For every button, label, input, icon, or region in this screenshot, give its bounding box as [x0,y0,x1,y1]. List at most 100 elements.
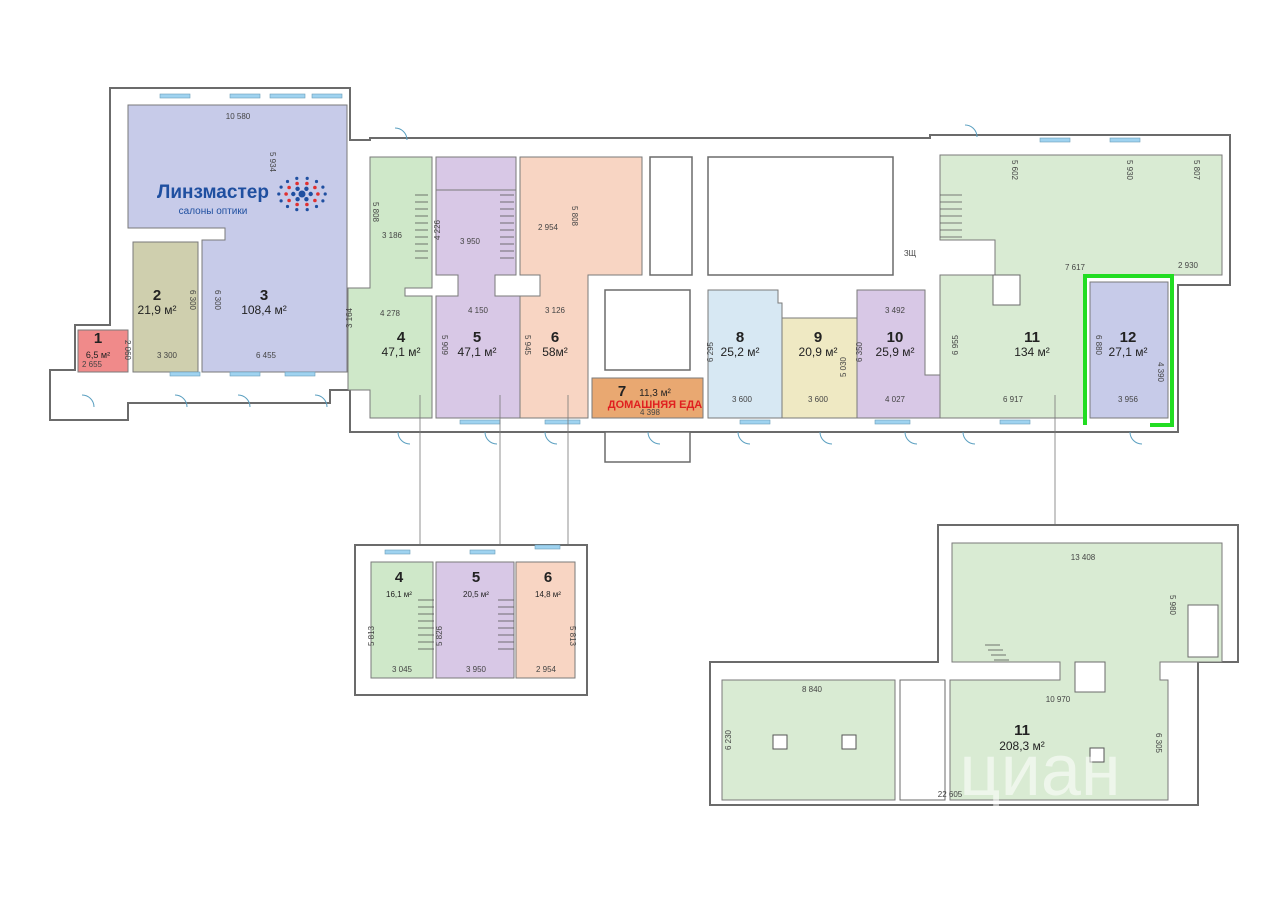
food-sign: ДОМАШНЯЯ ЕДА [608,399,703,411]
logo-dot [313,198,317,203]
svg-text:2 655: 2 655 [82,360,103,369]
room-8[interactable] [707,289,783,419]
stairs-room-11 [940,194,962,238]
svg-text:3 300: 3 300 [157,351,178,360]
room-3[interactable] [127,104,348,373]
room-1[interactable] [77,329,129,373]
room-6[interactable] [519,156,643,419]
room-5-area: 47,1 м² [458,345,497,359]
logo-dot [308,191,313,197]
room-4[interactable] [347,156,433,419]
svg-text:4 278: 4 278 [380,309,401,318]
room-10-area: 25,9 м² [876,345,915,359]
eye-dots-logo-icon [277,176,327,212]
room-7-area: 11,3 м² [639,388,671,399]
room-1-area: 6,5 м² [86,350,110,360]
svg-text:10 580: 10 580 [226,112,251,121]
svg-text:5 030: 5 030 [839,356,848,377]
logo-dot [295,197,300,202]
svg-text:3 045: 3 045 [392,665,413,674]
room-11-number: 11 [1024,329,1040,346]
stairs-room-5 [500,194,514,259]
svg-text:5 909: 5 909 [440,335,449,356]
room-3-area: 108,4 м² [241,303,287,317]
svg-text:5 602: 5 602 [1010,160,1019,181]
svg-text:6 300: 6 300 [213,290,222,311]
svg-text:5 945: 5 945 [523,335,532,356]
svg-text:6 295: 6 295 [706,341,715,362]
watermark: циан [959,731,1120,811]
room-12-highlight [1083,274,1174,427]
svg-text:3 950: 3 950 [460,237,481,246]
svg-text:8 840: 8 840 [802,685,823,694]
logo-dot [321,185,325,189]
logo-dot [316,192,320,196]
room-7[interactable] [591,377,704,419]
logo-dot [305,176,309,180]
room-7-number: 7 [618,383,626,400]
room-8-area: 25,2 м² [721,345,760,359]
svg-text:3 126: 3 126 [545,306,566,315]
logo-dot [284,192,288,196]
svg-text:3 492: 3 492 [885,306,906,315]
logo-dot [304,197,309,202]
logo-dot [285,204,290,209]
logo-dot [295,181,299,186]
room-5[interactable] [435,189,521,419]
logo-dot [314,204,319,209]
room-labels: 1 6,5 м² 2 21,9 м² 3 108,4 м² 4 47,1 м² … [86,287,1148,753]
logo-dot [295,208,299,212]
basement-left [354,544,588,696]
logo-dot [313,185,317,190]
room-4-number: 4 [397,329,406,346]
logo-dot [279,185,283,189]
svg-text:6 880: 6 880 [1094,335,1103,356]
room-9-area: 20,9 м² [799,345,838,359]
basement-room-4[interactable] [370,561,434,679]
basement-room-5-number: 5 [472,569,480,586]
svg-text:10 970: 10 970 [1046,695,1071,704]
svg-text:3 956: 3 956 [1118,395,1139,404]
room-11[interactable] [939,154,1223,419]
svg-text:3 186: 3 186 [382,231,403,240]
basement-room-11-number: 11 [1014,722,1030,739]
svg-text:6 230: 6 230 [724,729,733,750]
basement-room-6[interactable] [515,561,576,679]
room-6-number: 6 [551,329,559,346]
room-12-area: 27,1 м² [1109,345,1148,359]
svg-text:4 398: 4 398 [640,408,661,417]
basement-room-11-area: 208,3 м² [999,739,1045,753]
svg-text:13 408: 13 408 [1071,553,1096,562]
logo-dot [305,208,309,212]
svg-text:5 980: 5 980 [1168,595,1177,616]
room-8-number: 8 [736,329,744,346]
room-5-upper [435,156,517,191]
basement-room-5[interactable] [435,561,515,679]
logo-dot [305,202,309,207]
svg-text:2 954: 2 954 [536,665,557,674]
svg-text:6 305: 6 305 [1154,733,1163,754]
room-5-number: 5 [473,329,481,346]
svg-text:6 300: 6 300 [188,290,197,311]
service-blocks [604,156,1021,463]
logo-dot [287,198,291,203]
room-1-number: 1 [94,330,102,347]
svg-text:2 954: 2 954 [538,223,559,232]
svg-text:6 917: 6 917 [1003,395,1024,404]
basement-room-5-area: 20,5 м² [463,590,489,599]
brand-tagline: салоны оптики [179,206,248,217]
logo-dot [295,186,300,191]
basement-right [709,524,1239,806]
svg-text:5 808: 5 808 [570,206,579,227]
svg-text:7 617: 7 617 [1065,263,1086,272]
room-12[interactable] [1089,281,1169,419]
svg-text:6 455: 6 455 [256,351,277,360]
svg-text:4 150: 4 150 [468,306,489,315]
svg-text:5 807: 5 807 [1192,160,1201,181]
logo-dot [291,191,296,197]
room-12-number: 12 [1120,329,1137,346]
room-4-area: 47,1 м² [382,345,421,359]
logo-dot [277,192,281,196]
basement-room-11-west [721,679,896,801]
brand-logo: Линзмастер салоны оптики [157,176,327,217]
